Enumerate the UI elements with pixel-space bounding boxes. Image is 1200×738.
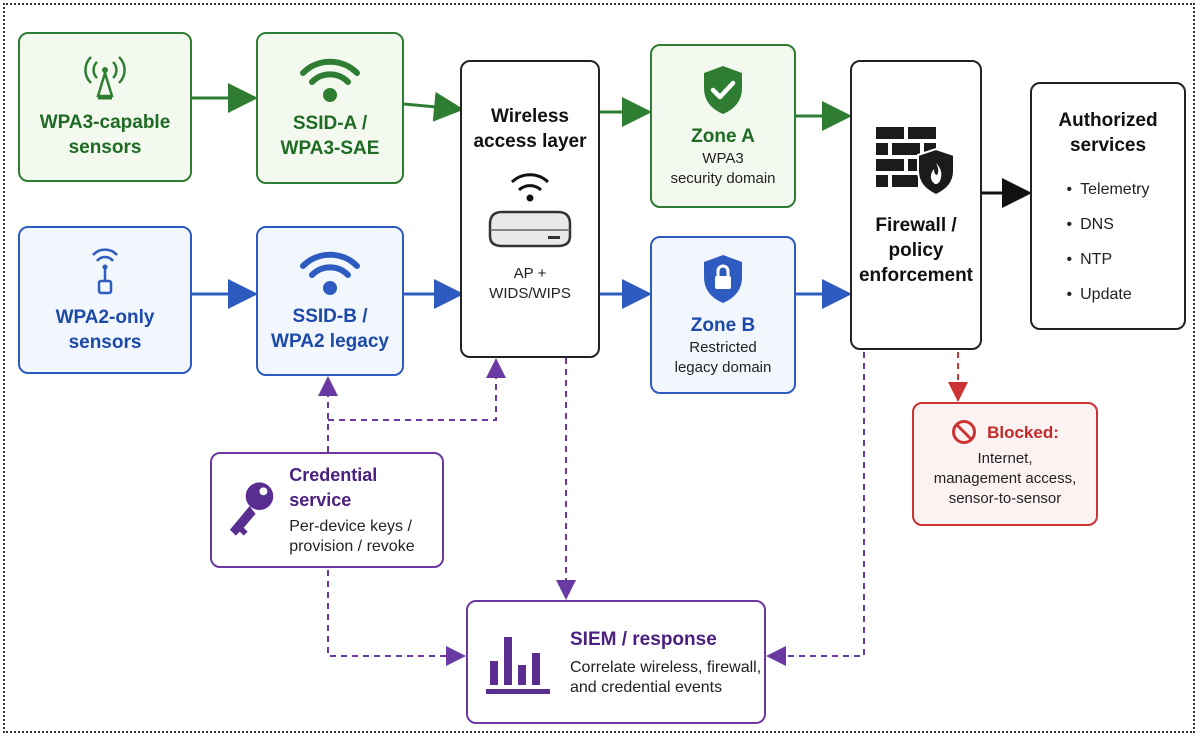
list-item: Update [1067, 277, 1150, 312]
wpa2-sensors-node: WPA2-only sensors [18, 226, 192, 374]
credential-title: Credential service [289, 465, 378, 510]
blocked-icon [952, 420, 977, 444]
ssid-a-label-line2: WPA3-SAE [280, 138, 380, 159]
siem-node: SIEM / response Correlate wireless, fire… [466, 600, 766, 724]
siem-title: SIEM / response [570, 628, 717, 650]
wpa3-sensors-label-line1: WPA3-capable [39, 112, 171, 133]
arrow-ssid-a-to-ap [403, 91, 464, 122]
list-item: Telemetry [1067, 172, 1149, 207]
firewall-label-line1: Firewall / [875, 214, 957, 236]
ssid-b-label-line2: WPA2 legacy [271, 331, 389, 352]
blocked-sub-line3: sensor-to-sensor [948, 490, 1062, 507]
blocked-sub-line2: management access, [933, 470, 1077, 487]
wireless-access-layer-node: Wireless access layer AP + WIDS/WIPS [460, 60, 600, 358]
wpa3-sensors-label-line2: sensors [68, 137, 142, 158]
firewall-label-line2: policy [888, 239, 944, 261]
list-item: NTP [1067, 242, 1150, 277]
ssid-b-node: SSID-B / WPA2 legacy [256, 226, 404, 376]
credential-sub-line2: provision / revoke [289, 538, 415, 555]
services-list: Telemetry DNS NTP Update [1067, 172, 1150, 312]
list-item: DNS [1067, 207, 1150, 242]
access-layer-sub-line2: WIDS/WIPS [489, 285, 571, 302]
bar-chart-icon [486, 637, 550, 694]
siem-sub-line2: and credential events [570, 678, 723, 696]
wpa2-sensors-label-line1: WPA2-only [55, 307, 155, 328]
antenna-icon [84, 56, 126, 100]
access-layer-title-line1: Wireless [491, 106, 569, 127]
zone-a-sub-line1: WPA3 [702, 149, 744, 167]
antenna-icon [92, 248, 118, 295]
key-icon [229, 482, 274, 536]
zone-a-node: Zone A WPA3 security domain [650, 44, 796, 208]
ssid-b-label-line1: SSID-B / [292, 306, 368, 327]
wpa3-sensors-node: WPA3-capable sensors [18, 32, 192, 182]
wifi-icon [300, 58, 360, 102]
zone-b-node: Zone B Restricted legacy domain [650, 236, 796, 394]
services-title-line2: services [1069, 135, 1147, 156]
wpa2-sensors-label-line2: sensors [68, 332, 142, 353]
ssid-a-label-line1: SSID-A / [292, 113, 368, 134]
services-title-line1: Authorized [1058, 110, 1158, 131]
firewall-node: Firewall / policy enforcement [850, 60, 982, 350]
zone-b-sub-line2: legacy domain [674, 358, 772, 376]
blocked-sub-line1: Internet, [977, 450, 1033, 467]
zone-b-sub-line1: Restricted [689, 338, 757, 356]
diagram-frame [3, 3, 1195, 733]
siem-sub-line1: Correlate wireless, firewall, [570, 658, 762, 676]
firewall-icon [876, 126, 955, 196]
zone-a-sub-line2: security domain [670, 169, 776, 187]
credential-sub-line1: Per-device keys / [289, 518, 412, 535]
shield-check-icon [704, 65, 742, 114]
access-layer-title-line2: access layer [473, 131, 587, 152]
wireless-router-icon [488, 173, 572, 248]
arrow-credential-to-ap [328, 358, 506, 421]
blocked-title: Blocked: [987, 422, 1059, 442]
arrow-credential-to-siem [327, 570, 466, 666]
blocked-node: Blocked: Internet, management access, se… [912, 402, 1098, 526]
credential-service-node: Credential service Per-device keys / pro… [210, 452, 444, 568]
shield-lock-icon [704, 254, 742, 303]
arrow-firewall-to-siem [766, 352, 865, 666]
firewall-label-line3: enforcement [858, 264, 974, 286]
zone-b-title: Zone B [690, 314, 756, 336]
ssid-a-node: SSID-A / WPA3-SAE [256, 32, 404, 184]
wifi-icon [300, 251, 360, 295]
access-layer-sub-line1: AP + [513, 265, 547, 282]
zone-a-title: Zone A [691, 125, 755, 147]
authorized-services-node: Authorized services Telemetry DNS NTP Up… [1030, 82, 1186, 330]
